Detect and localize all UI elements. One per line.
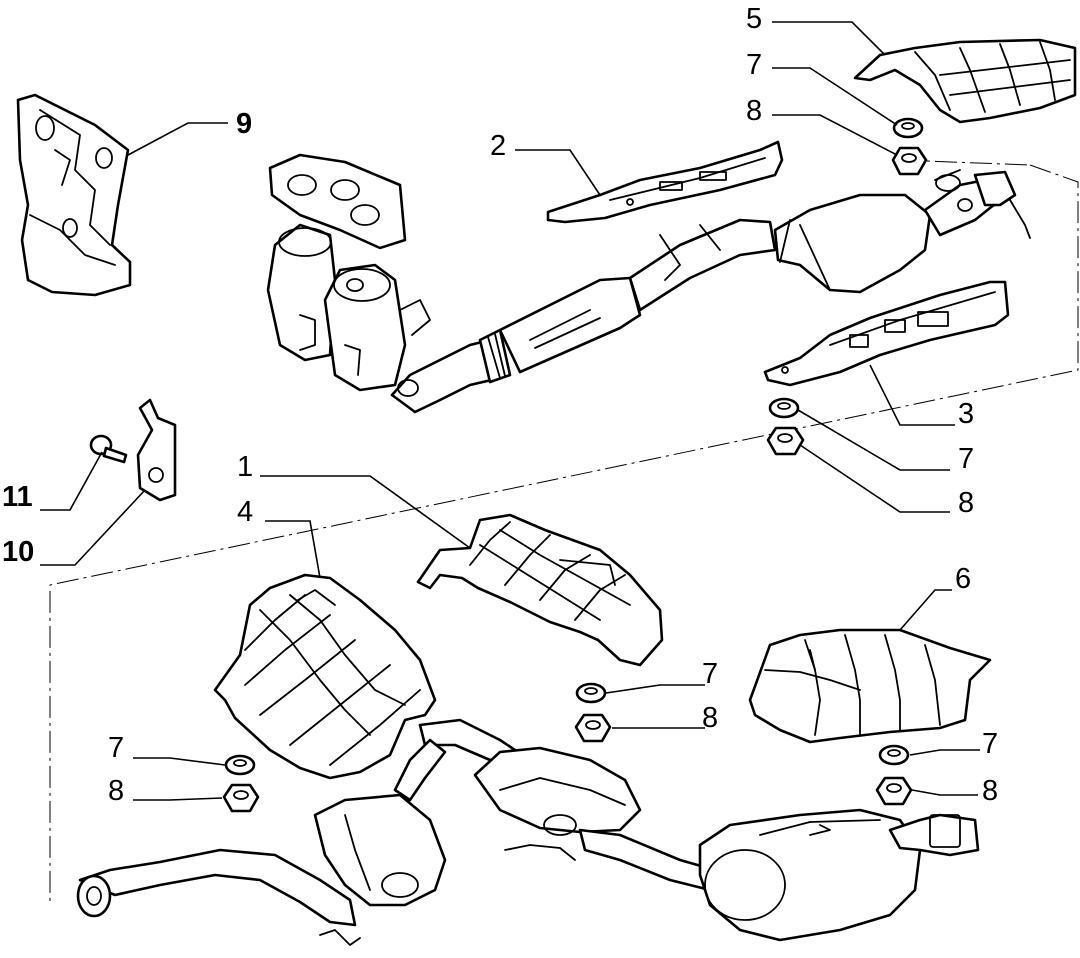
callout-5: 5 (746, 3, 762, 35)
washer-7-e (878, 744, 910, 766)
callout-7: 7 (958, 443, 974, 475)
washer-7-c (575, 682, 607, 704)
nut-8-b (766, 426, 805, 456)
callout-11: 11 (2, 481, 33, 513)
heat-shield-5 (853, 38, 1077, 124)
bracket-2 (546, 140, 784, 224)
washer-7-b (768, 397, 800, 419)
exhaust-manifold-assembly (266, 153, 1031, 414)
callout-7: 7 (746, 49, 762, 81)
callout-8: 8 (746, 95, 762, 127)
callout-1: 1 (237, 451, 253, 483)
washer-7-d (224, 754, 256, 776)
heat-shield-1 (416, 513, 664, 667)
nut-8-d (222, 783, 260, 813)
heat-shield-4 (213, 573, 437, 780)
callout-3: 3 (958, 398, 974, 430)
nut-8-a (891, 146, 928, 176)
bracket-10 (136, 398, 177, 502)
callout-7: 7 (702, 658, 718, 690)
callout-2: 2 (490, 130, 506, 162)
callout-8: 8 (702, 702, 718, 734)
heat-shield-6 (748, 628, 992, 744)
callout-7: 7 (108, 732, 124, 764)
callout-8: 8 (982, 775, 998, 807)
callout-4: 4 (237, 496, 253, 528)
bolt-11 (89, 434, 128, 464)
rear-exhaust-system (76, 718, 980, 946)
leader-lines (40, 21, 980, 801)
washer-7-a (892, 117, 924, 139)
callout-10: 10 (2, 536, 34, 568)
heat-shield-9 (16, 93, 132, 297)
callout-numbers: 5 7 8 2 9 3 7 8 11 10 1 4 6 7 8 7 8 7 8 (2, 3, 998, 807)
callout-7: 7 (982, 728, 998, 760)
bracket-3 (763, 280, 1010, 387)
callout-6: 6 (955, 563, 971, 595)
callout-8: 8 (958, 487, 974, 519)
nut-8-e (875, 776, 913, 806)
callout-9: 9 (236, 108, 252, 140)
nut-8-c (574, 713, 612, 743)
callout-8: 8 (108, 775, 124, 807)
